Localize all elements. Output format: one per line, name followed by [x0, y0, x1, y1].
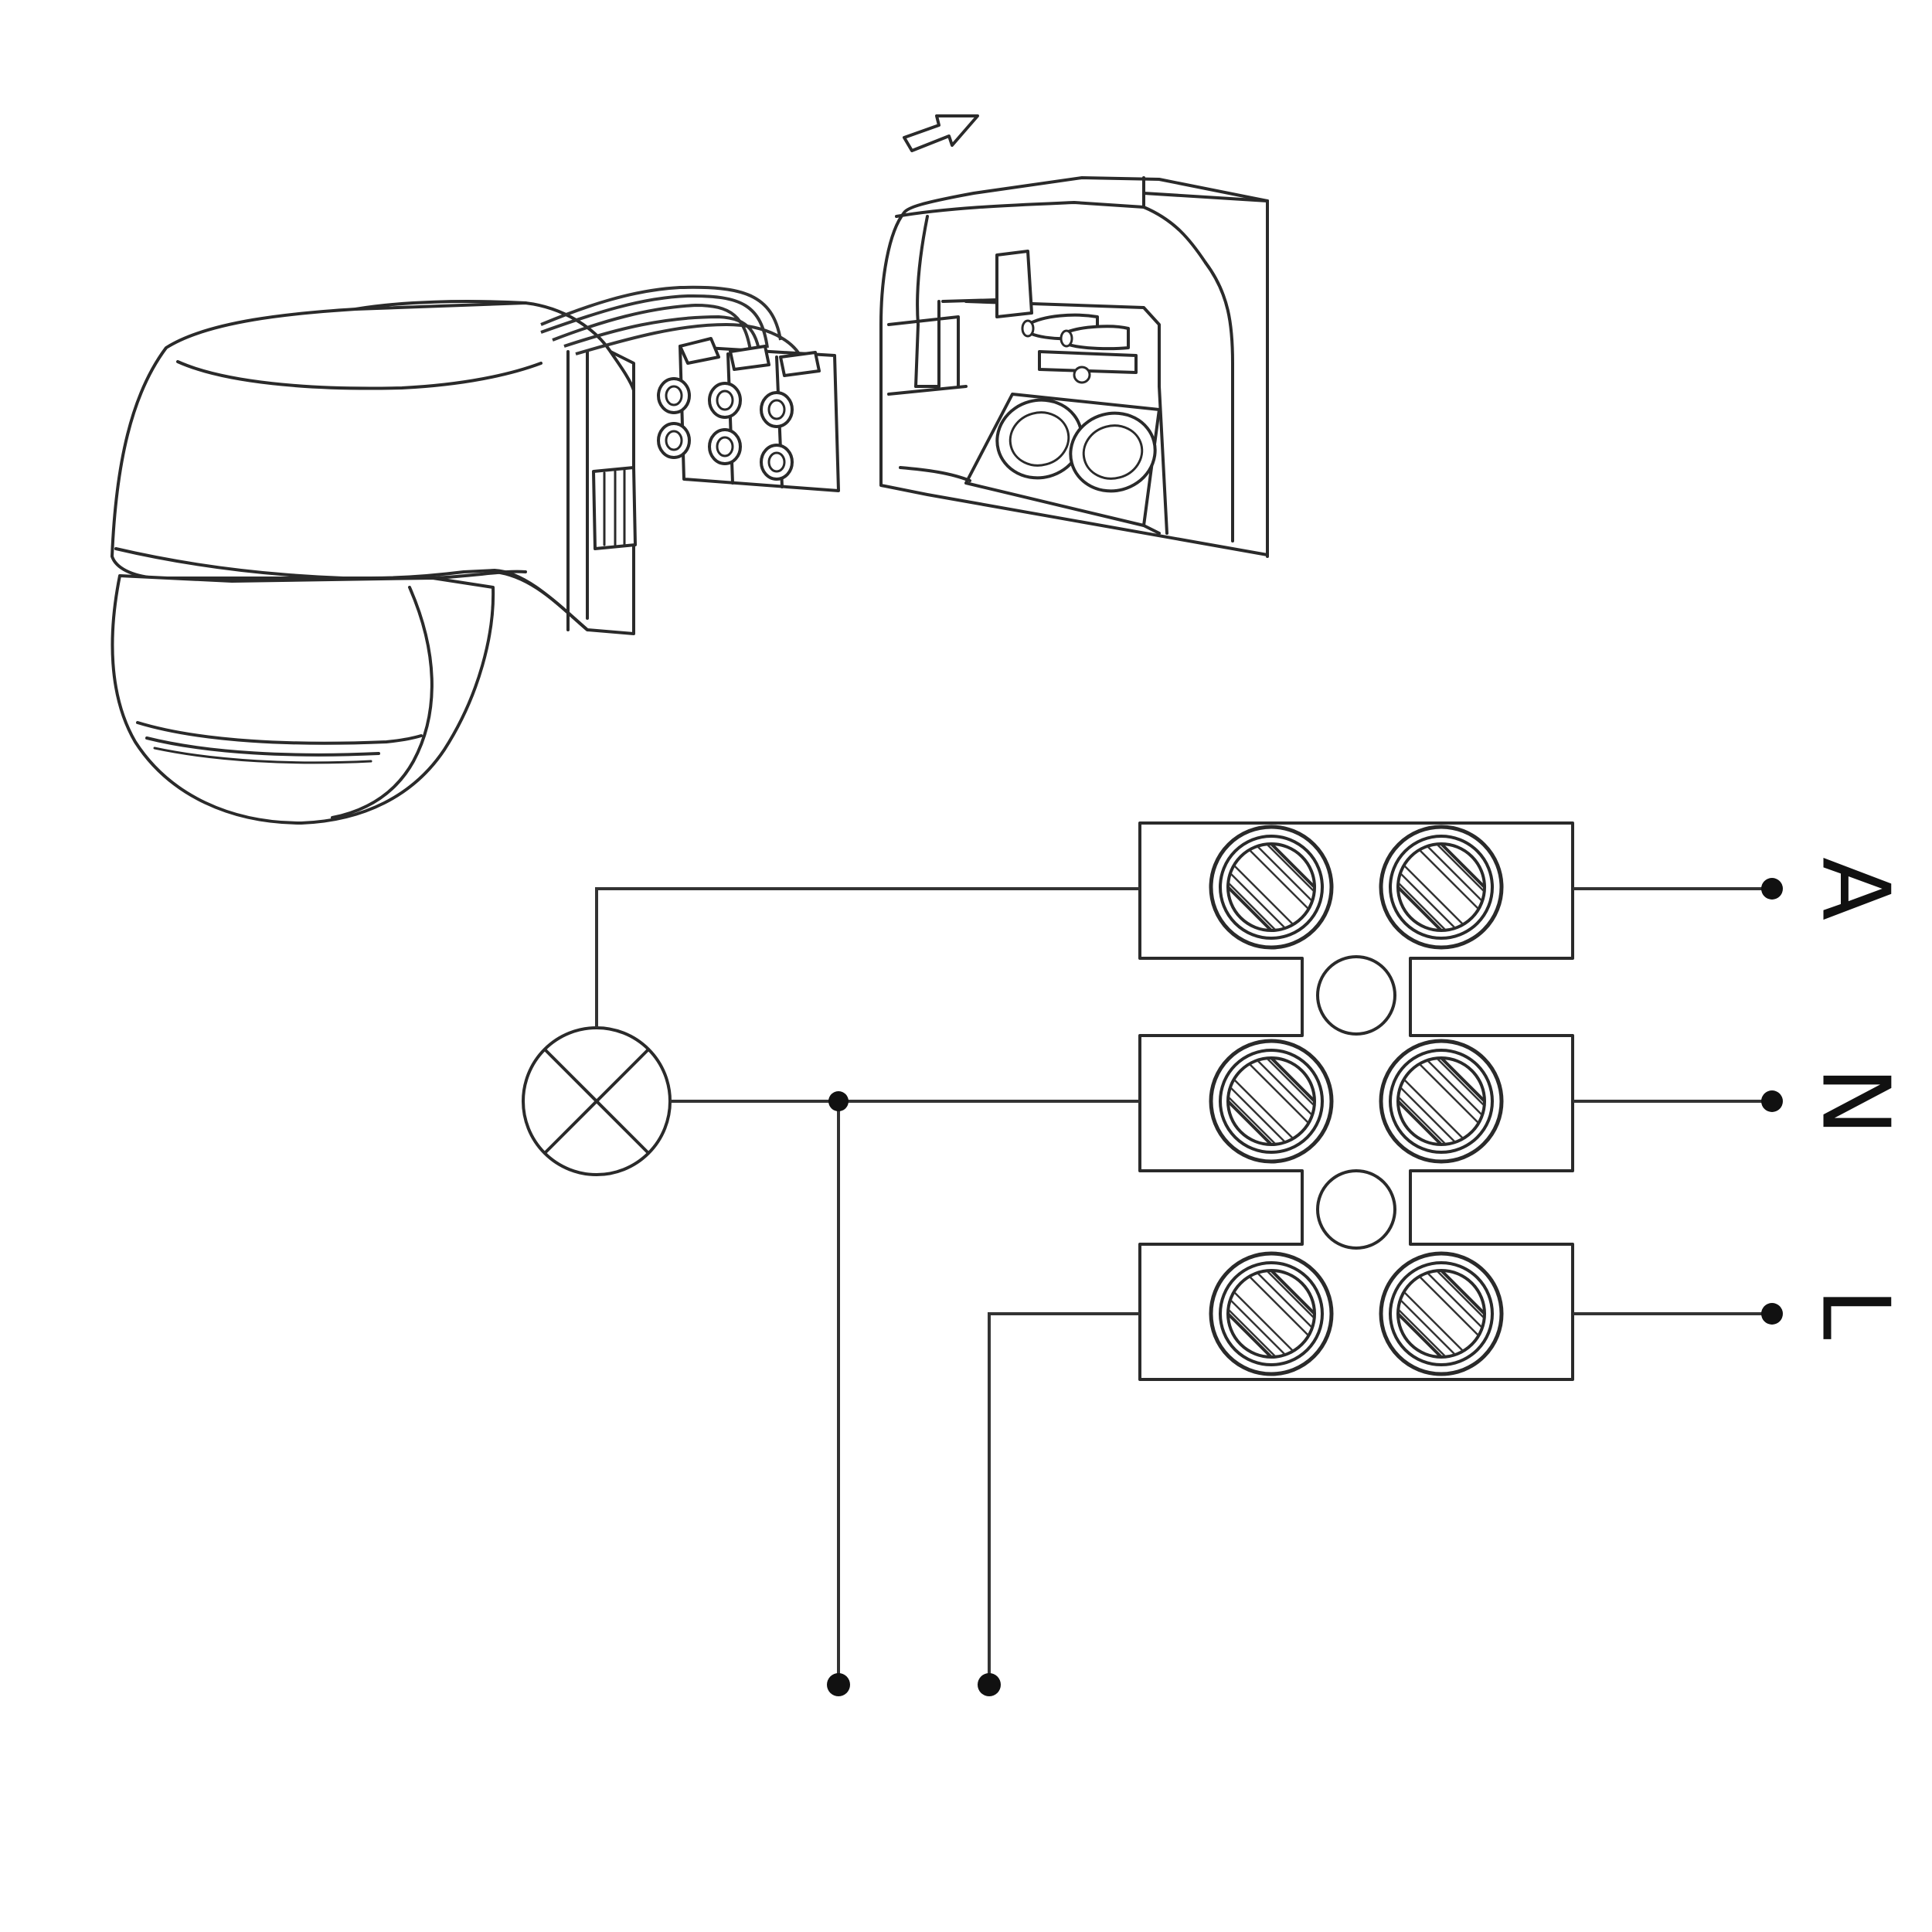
terminal-labels: A N L — [1801, 857, 1909, 1340]
mounting-base-icon — [879, 176, 1269, 558]
terminal-a-dot — [1761, 878, 1783, 900]
terminal-label-n: N — [1801, 1066, 1909, 1136]
wire-dots — [827, 878, 1783, 1696]
wiring-lines — [595, 887, 1770, 1685]
sensor-wires — [540, 285, 805, 364]
supply-l-dot — [978, 1673, 1001, 1696]
terminal-label-a: A — [1801, 857, 1909, 920]
supply-n-dot — [827, 1673, 850, 1696]
terminal-n-dot — [1761, 1090, 1783, 1112]
connector-block-icon — [657, 337, 840, 492]
arrow-icon — [903, 114, 979, 152]
motion-sensor-icon — [111, 300, 637, 825]
terminal-label-l: L — [1801, 1288, 1909, 1340]
terminal-l-dot — [1761, 1303, 1783, 1325]
lamp-icon — [522, 1026, 672, 1176]
terminal-block — [1138, 821, 1574, 1381]
junction-dot — [828, 1091, 849, 1111]
